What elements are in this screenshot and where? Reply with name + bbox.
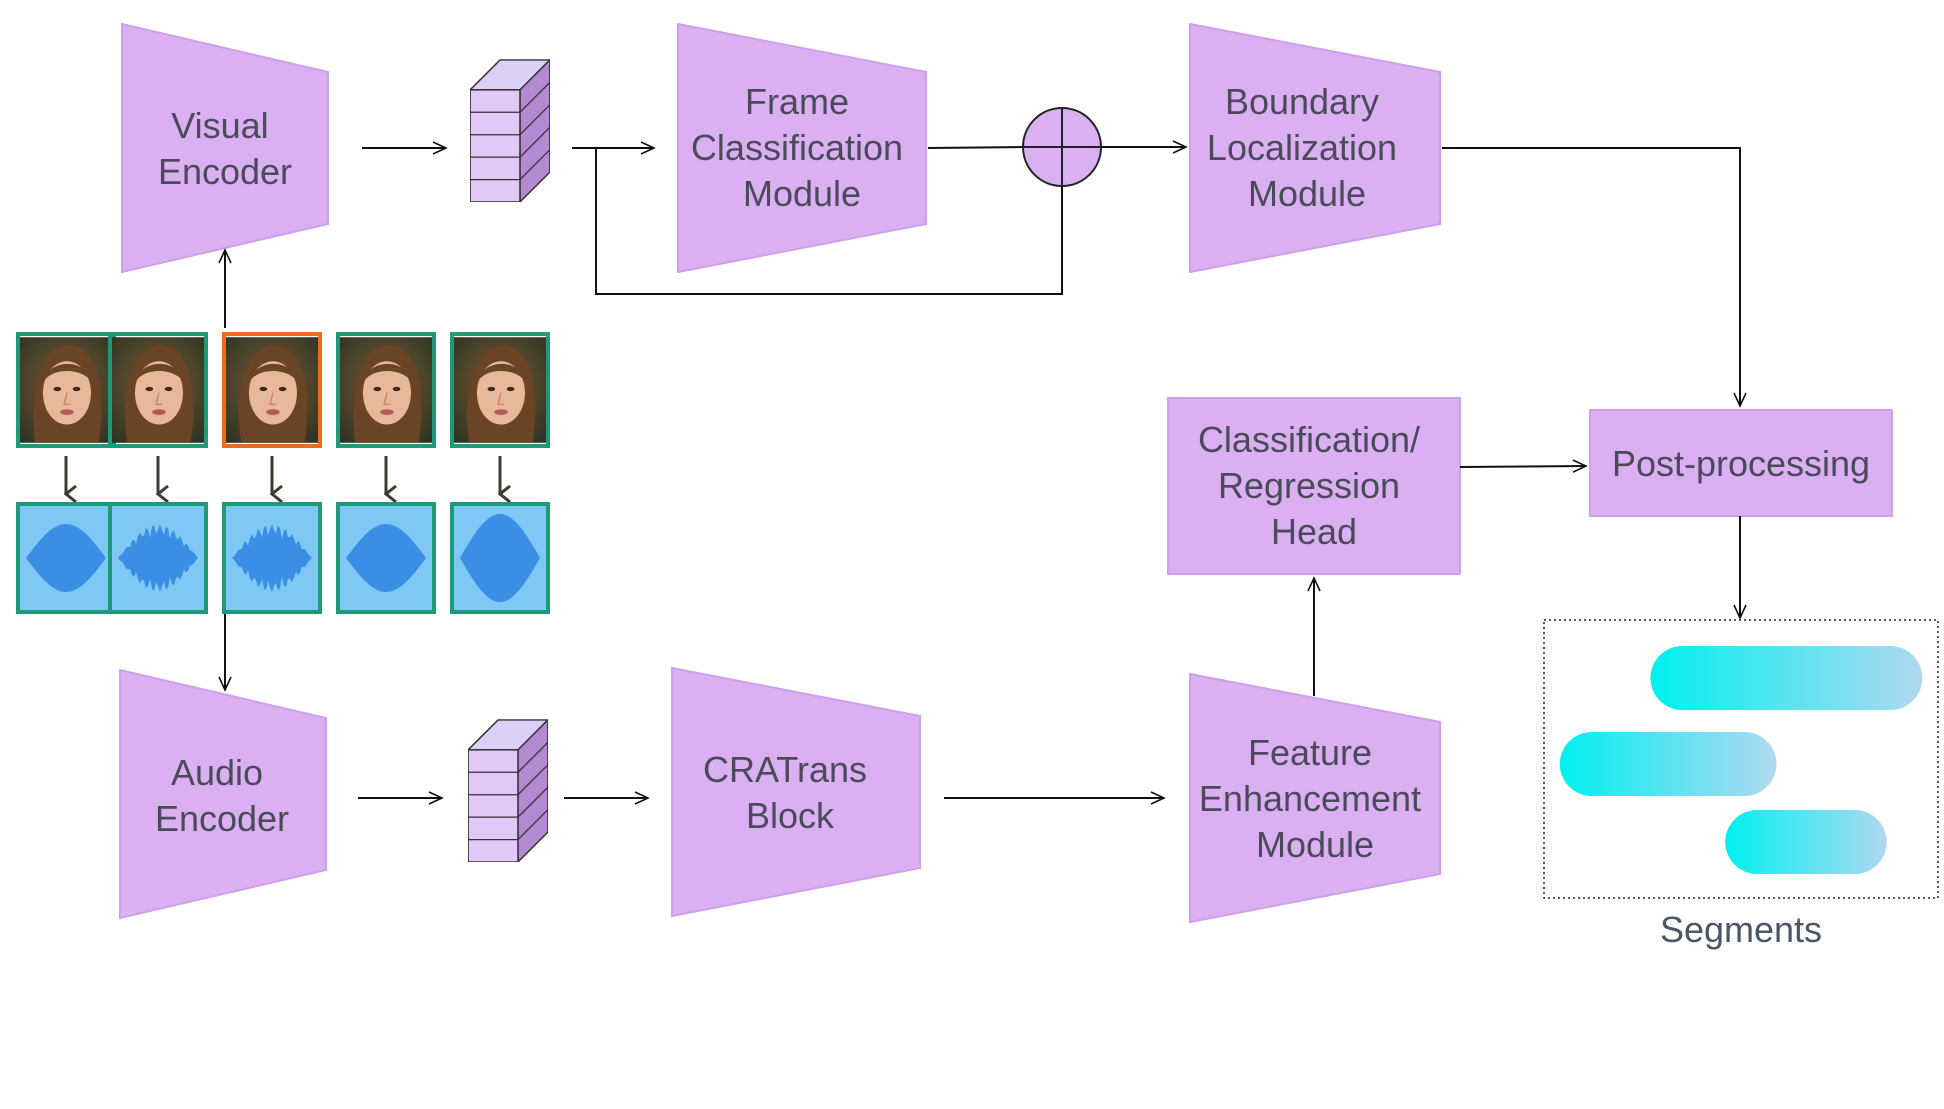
feature-enhancement-line-3: Module xyxy=(1256,824,1374,865)
connectors xyxy=(218,140,1747,805)
boundary-localization-module: Boundary Localization Module xyxy=(1189,22,1441,274)
svg-text:Post-processing: Post-processing xyxy=(1612,443,1870,484)
svg-text:Feature Enhancement: Feature Enhancement Module xyxy=(1199,732,1431,865)
face-frame-icon xyxy=(16,332,116,448)
segment-bar xyxy=(1725,810,1887,874)
arrow-head-to-post-processing xyxy=(1459,459,1588,473)
feature-stack-icon xyxy=(470,59,550,202)
face-frame-icon xyxy=(108,332,208,448)
post-processing-module: Post-processing xyxy=(1589,409,1893,517)
frame-classification-line-1: Frame xyxy=(745,81,849,122)
feature-enhancement-line-1: Feature xyxy=(1248,732,1372,773)
segments-label: Segments xyxy=(1660,909,1822,950)
svg-text:Visual Encoder: Visual Encoder xyxy=(158,105,292,192)
boundary-localization-line-3: Module xyxy=(1248,173,1366,214)
segment-bar xyxy=(1650,646,1923,710)
boundary-localization-line-1: Boundary xyxy=(1225,81,1379,122)
audio-waveform-icon xyxy=(16,502,116,614)
audio-waveform-icon xyxy=(108,502,208,614)
audio-encoder-line-1: Audio xyxy=(171,752,263,793)
face-frame-icon xyxy=(336,332,436,448)
visual-encoder-line-1: Visual xyxy=(171,105,268,146)
face-frame-icon xyxy=(450,332,550,448)
svg-text:CRATrans Block: CRATrans Block xyxy=(703,749,877,836)
classification-regression-head: Classification/ Regression Head xyxy=(1167,397,1461,575)
segment-bar xyxy=(1559,732,1777,796)
cratrans-line-1: CRATrans xyxy=(703,749,867,790)
svg-text:Boundary Localization: Boundary Localization Module xyxy=(1207,81,1407,214)
cratrans-block-module: CRATrans Block xyxy=(671,666,921,918)
boundary-localization-line-2: Localization xyxy=(1207,127,1397,168)
face-frame-icon xyxy=(222,332,322,448)
audio-encoder-module: Audio Encoder xyxy=(119,668,327,920)
audio-encoder-line-2: Encoder xyxy=(155,798,289,839)
line-frame-classification-to-sum xyxy=(927,146,1024,149)
input-strip xyxy=(16,332,550,614)
frame-classification-module: Frame Classification Module xyxy=(677,22,927,274)
svg-text:Classification/ Regressi: Classification/ Regression Head xyxy=(1198,419,1430,552)
cratrans-line-2: Block xyxy=(746,795,835,836)
visual-encoder-module: Visual Encoder xyxy=(121,22,329,274)
audio-waveform-icon xyxy=(336,502,436,614)
svg-text:Frame Classification: Frame Classification Module xyxy=(691,81,913,214)
visual-encoder-line-2: Encoder xyxy=(158,151,292,192)
circle-plus-icon xyxy=(1022,107,1102,187)
classification-head-line-3: Head xyxy=(1271,511,1357,552)
feature-enhancement-module: Feature Enhancement Module xyxy=(1189,672,1441,924)
frame-classification-line-3: Module xyxy=(743,173,861,214)
frame-classification-line-2: Classification xyxy=(691,127,903,168)
feature-stack-icon xyxy=(468,719,548,862)
classification-head-line-2: Regression xyxy=(1218,465,1400,506)
audio-waveform-icon xyxy=(450,502,550,614)
audio-waveform-icon xyxy=(222,502,322,614)
svg-text:Audio Encoder: Audio Encoder xyxy=(155,752,289,839)
feature-enhancement-line-2: Enhancement xyxy=(1199,778,1421,819)
segments-panel xyxy=(1543,619,1939,899)
classification-head-line-1: Classification/ xyxy=(1198,419,1420,460)
arrow-boundary-to-post-processing xyxy=(1442,147,1747,408)
post-processing-label: Post-processing xyxy=(1612,443,1870,484)
skip-connection xyxy=(595,148,1063,295)
